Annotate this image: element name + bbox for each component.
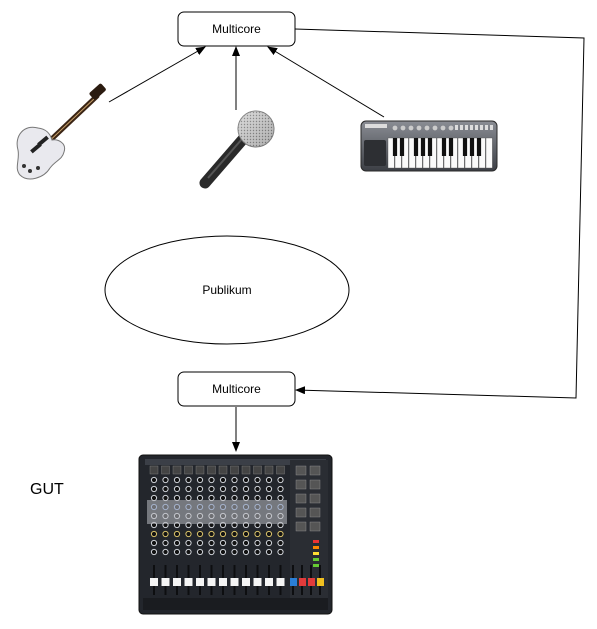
microphone-icon bbox=[199, 110, 275, 189]
gut-label: GUT bbox=[30, 481, 64, 498]
midi-keyboard-icon bbox=[360, 120, 498, 172]
multicore-top-label: Multicore bbox=[212, 22, 261, 36]
connectors bbox=[108, 28, 585, 452]
multicore-bottom-node[interactable]: Multicore bbox=[177, 371, 296, 407]
audience-node[interactable]: Publikum bbox=[104, 235, 350, 345]
keyboard-to-multicore-arrow bbox=[267, 46, 385, 118]
multicore-top-node[interactable]: Multicore bbox=[177, 11, 296, 47]
snake-cable-arrow bbox=[294, 28, 585, 399]
electric-guitar-icon bbox=[16, 83, 106, 180]
mixing-console-icon bbox=[138, 454, 333, 615]
guitar-to-multicore-arrow bbox=[108, 46, 206, 103]
audience-label: Publikum bbox=[202, 283, 251, 297]
multicore-bottom-label: Multicore bbox=[212, 382, 261, 396]
